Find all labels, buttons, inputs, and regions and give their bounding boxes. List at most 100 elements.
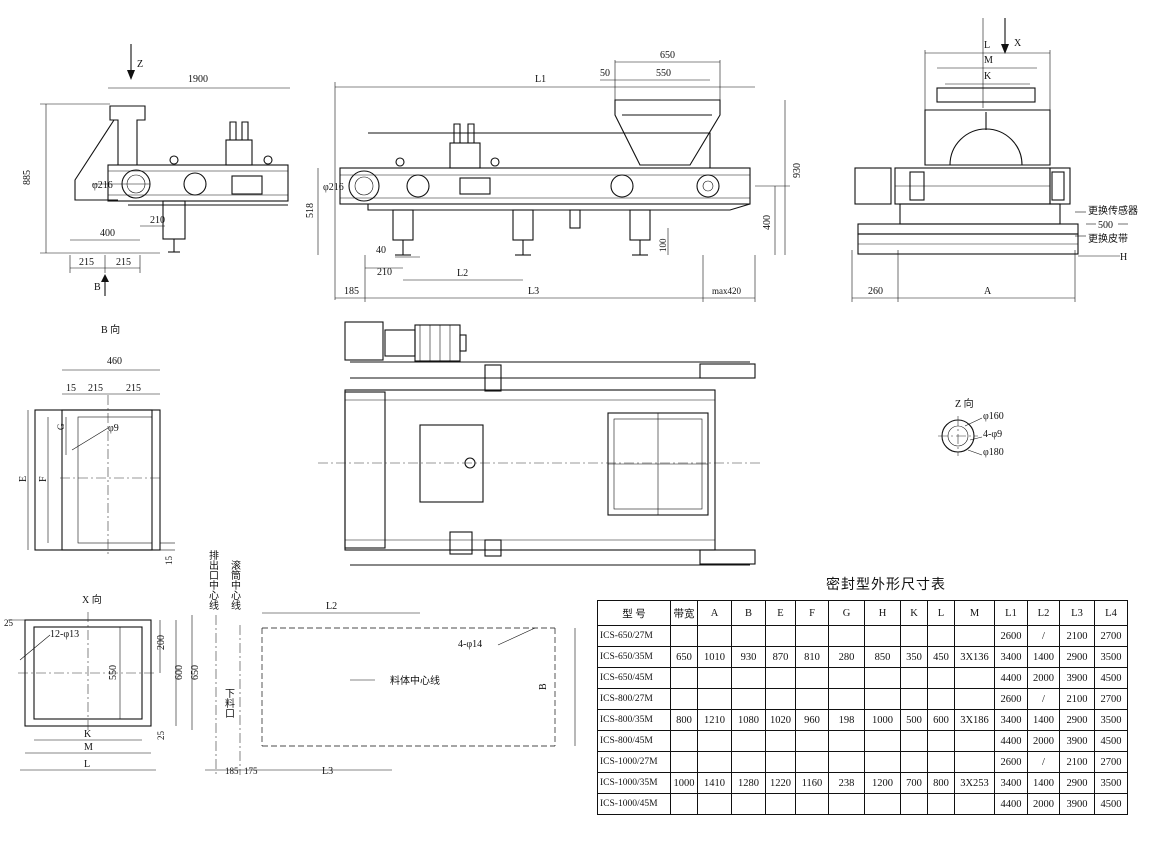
- header-cell: E: [765, 600, 796, 626]
- value-cell: 800: [927, 772, 955, 794]
- dim-B-plan: B: [538, 683, 549, 690]
- value-cell: 1220: [765, 772, 796, 794]
- model-cell: ICS-650/45M: [597, 667, 671, 689]
- value-cell: [828, 667, 865, 689]
- sensor-change-label: 更换传感器: [1088, 204, 1138, 217]
- header-cell: L4: [1094, 600, 1128, 626]
- value-cell: 930: [731, 646, 766, 668]
- value-cell: [697, 688, 732, 710]
- dim-215-d: 215: [126, 383, 141, 394]
- value-cell: 3X186: [954, 709, 995, 731]
- value-cell: 2000: [1027, 667, 1060, 689]
- value-cell: [900, 625, 928, 647]
- value-cell: [828, 730, 865, 752]
- view-b-marker: B: [94, 282, 101, 293]
- header-cell: H: [864, 600, 901, 626]
- dim-G: G: [56, 423, 66, 430]
- value-cell: 1000: [670, 772, 698, 794]
- value-cell: 3900: [1059, 793, 1095, 815]
- value-cell: [731, 688, 766, 710]
- value-cell: [765, 793, 796, 815]
- dim-215-b: 215: [116, 257, 131, 268]
- value-cell: /: [1027, 688, 1060, 710]
- dim-185-plan: 185: [225, 766, 239, 776]
- value-cell: 700: [900, 772, 928, 794]
- value-cell: [927, 688, 955, 710]
- header-cell: B: [731, 600, 766, 626]
- dim-200: 200: [156, 635, 167, 650]
- h-marker: H: [1120, 252, 1127, 263]
- model-cell: ICS-800/27M: [597, 688, 671, 710]
- belt-change-label: 更换皮带: [1088, 232, 1128, 245]
- value-cell: 1080: [731, 709, 766, 731]
- spec-table-title: 密封型外形尺寸表: [826, 577, 946, 593]
- dim-185: 185: [344, 286, 359, 297]
- value-cell: 3900: [1059, 730, 1095, 752]
- header-cell: M: [954, 600, 995, 626]
- value-cell: 1010: [697, 646, 732, 668]
- value-cell: [731, 625, 766, 647]
- value-cell: [670, 688, 698, 710]
- dim-25-bottom: 25: [156, 731, 166, 741]
- model-cell: ICS-800/35M: [597, 709, 671, 731]
- value-cell: [954, 688, 995, 710]
- dim-L2: L2: [457, 268, 468, 279]
- value-cell: [670, 793, 698, 815]
- model-cell: ICS-800/45M: [597, 730, 671, 752]
- value-cell: 3X136: [954, 646, 995, 668]
- value-cell: 2600: [994, 751, 1028, 773]
- dim-210-front: 210: [377, 267, 392, 278]
- dim-K-end: K: [984, 71, 992, 82]
- value-cell: [954, 730, 995, 752]
- dim-phi216-left: φ216: [92, 180, 113, 191]
- value-cell: 2700: [1094, 688, 1128, 710]
- value-cell: [900, 667, 928, 689]
- value-cell: [864, 751, 901, 773]
- dim-phi160: φ160: [983, 411, 1004, 422]
- dim-E: E: [18, 476, 29, 482]
- value-cell: 2900: [1059, 646, 1095, 668]
- value-cell: 3400: [994, 772, 1028, 794]
- dim-4-phi14: 4-φ14: [458, 639, 482, 650]
- value-cell: 1210: [697, 709, 732, 731]
- value-cell: 4500: [1094, 793, 1128, 815]
- value-cell: 2900: [1059, 709, 1095, 731]
- dim-phi180: φ180: [983, 447, 1004, 458]
- plan-view: [318, 321, 760, 566]
- value-cell: [795, 667, 829, 689]
- value-cell: [954, 625, 995, 647]
- feed-port-label: 下料口: [223, 688, 235, 718]
- value-cell: 2100: [1059, 625, 1095, 647]
- dim-M-x: M: [84, 742, 93, 753]
- value-cell: [731, 730, 766, 752]
- value-cell: [731, 751, 766, 773]
- value-cell: [765, 667, 796, 689]
- value-cell: 2600: [994, 625, 1028, 647]
- value-cell: 1400: [1027, 709, 1060, 731]
- value-cell: 1200: [864, 772, 901, 794]
- b-view-title: B 向: [101, 323, 120, 336]
- dim-650-x: 650: [190, 665, 201, 680]
- value-cell: [864, 688, 901, 710]
- value-cell: 2700: [1094, 625, 1128, 647]
- foundation-plan: 排出口中心线 滚筒中心线 L2 4-φ14 B 料体中心线 下料口 185 17…: [205, 549, 576, 777]
- value-cell: 280: [828, 646, 865, 668]
- value-cell: 350: [900, 646, 928, 668]
- dim-M-end: M: [984, 55, 993, 66]
- header-cell: L1: [994, 600, 1028, 626]
- value-cell: 810: [795, 646, 829, 668]
- dim-650: 650: [660, 50, 675, 61]
- dim-L3: L3: [528, 286, 539, 297]
- value-cell: 650: [670, 646, 698, 668]
- dim-215-c: 215: [88, 383, 103, 394]
- x-view: X 向 25 12-φ13 200 550 600 650 25 K M L: [4, 593, 201, 771]
- value-cell: [954, 751, 995, 773]
- dim-500: 500: [1098, 220, 1113, 231]
- value-cell: 2700: [1094, 751, 1128, 773]
